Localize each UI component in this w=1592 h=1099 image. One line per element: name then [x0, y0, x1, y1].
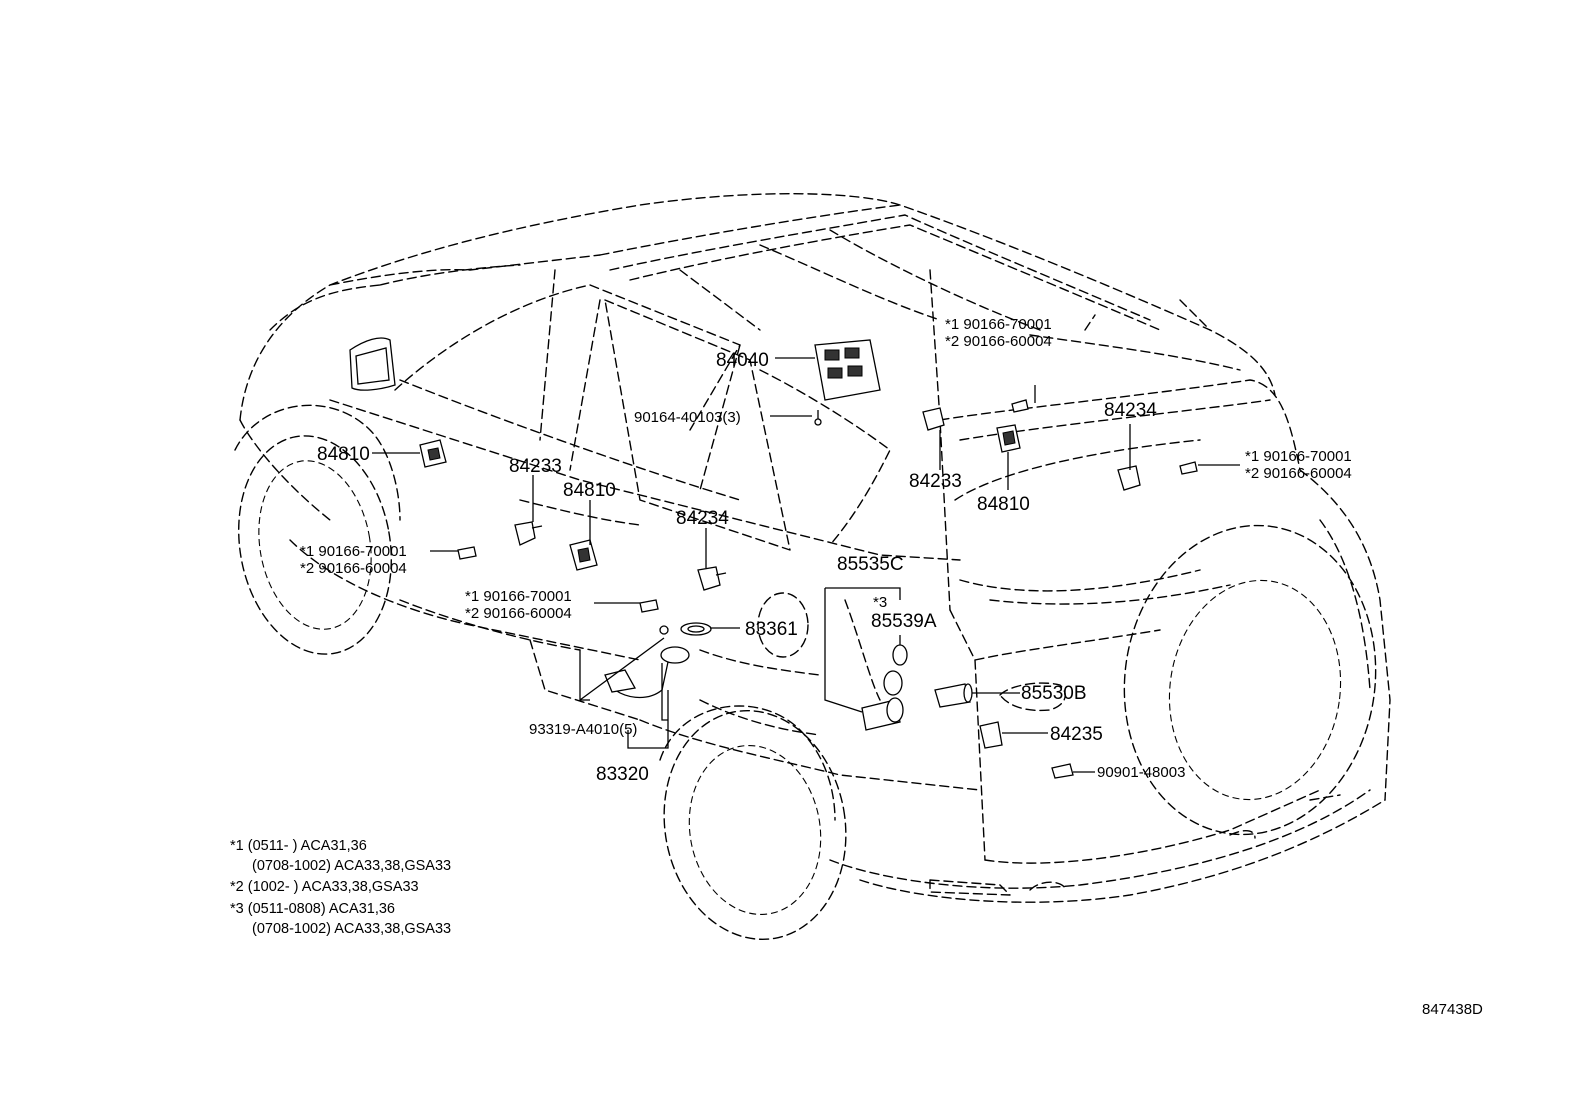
label-star2-a[interactable]: *2 90166-60004	[300, 560, 407, 577]
door-switch-part-mid	[569, 539, 598, 571]
illustration-reference: 847438D	[1422, 1001, 1483, 1018]
label-84233-right[interactable]: 84233	[909, 471, 962, 492]
label-star2-d[interactable]: *2 90166-60004	[1245, 465, 1352, 482]
label-84810-mid[interactable]: 84810	[563, 480, 616, 501]
note-star1-line2: (0708-1002) ACA33,38,GSA33	[252, 858, 451, 874]
label-85539a[interactable]: 85539A	[871, 611, 937, 632]
label-star1-c[interactable]: *1 90166-70001	[945, 316, 1052, 333]
screw-parts	[457, 399, 1198, 779]
courtesy-switch-part-left	[514, 521, 543, 546]
courtesy-switch-part-right	[1117, 465, 1141, 491]
switch-84235-part	[979, 721, 1003, 749]
label-84234-right[interactable]: 84234	[1104, 400, 1157, 421]
label-star1-a[interactable]: *1 90166-70001	[300, 543, 407, 560]
label-90164-40103[interactable]: 90164-40103(3)	[634, 409, 741, 426]
label-star1-b[interactable]: *1 90166-70001	[465, 588, 572, 605]
label-star2-c[interactable]: *2 90166-60004	[945, 333, 1052, 350]
leader-lines	[372, 357, 1240, 773]
socket-part	[861, 644, 908, 731]
label-83361[interactable]: 83361	[745, 619, 798, 640]
label-84810-left[interactable]: 84810	[317, 444, 370, 465]
label-84810-right[interactable]: 84810	[977, 494, 1030, 515]
master-switch-part	[814, 339, 881, 426]
label-85535c[interactable]: 85535C	[837, 554, 904, 575]
applicability-notes: *1 (0511- ) ACA31,36 (0708-1002) ACA33,3…	[230, 838, 451, 937]
parts	[419, 339, 1198, 779]
label-90901-48003[interactable]: 90901-48003	[1097, 764, 1185, 781]
lighter-part	[934, 683, 973, 708]
gasket-part	[680, 622, 712, 636]
door-switch-part-left	[419, 439, 447, 468]
label-star1-d[interactable]: *1 90166-70001	[1245, 448, 1352, 465]
note-star2-line1: *2 (1002- ) ACA33,38,GSA33	[230, 879, 419, 895]
note-star3-line1: *3 (0511-0808) ACA31,36	[230, 901, 395, 917]
door-switch-part-right	[996, 424, 1021, 453]
vehicle-outline	[234, 193, 1391, 941]
label-84233-left[interactable]: 84233	[509, 456, 562, 477]
note-star1-line1: *1 (0511- ) ACA31,36	[230, 838, 367, 854]
label-star2-b[interactable]: *2 90166-60004	[465, 605, 572, 622]
note-star3-line2: (0708-1002) ACA33,38,GSA33	[252, 921, 451, 937]
label-84234-mid[interactable]: 84234	[676, 508, 729, 529]
label-83320[interactable]: 83320	[596, 764, 649, 785]
label-93319-a4010[interactable]: 93319-A4010(5)	[529, 721, 637, 738]
courtesy-switch-part-top	[922, 407, 945, 431]
part-labels: 84040 90164-40103(3) 84810 84233 84810 8…	[300, 316, 1352, 785]
courtesy-switch-part-mid	[697, 566, 727, 591]
label-85530b[interactable]: 85530B	[1021, 683, 1087, 704]
label-star3[interactable]: *3	[873, 594, 887, 611]
label-84235[interactable]: 84235	[1050, 724, 1103, 745]
label-84040[interactable]: 84040	[716, 350, 769, 371]
